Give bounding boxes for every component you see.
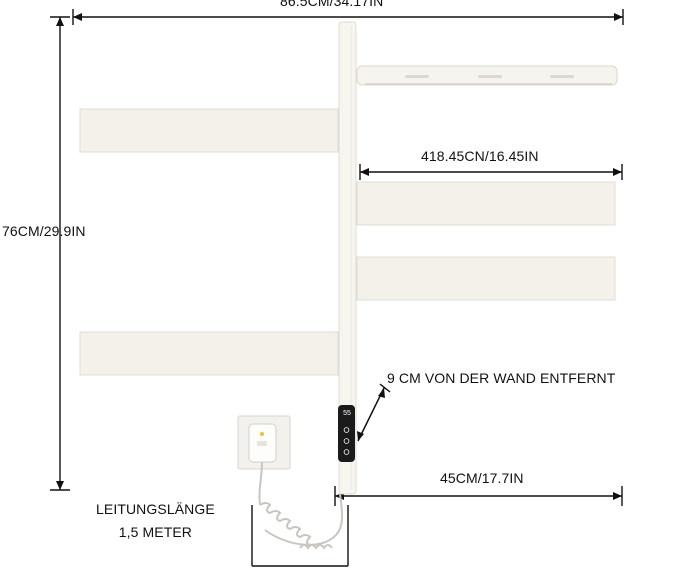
left-rails bbox=[79, 108, 339, 376]
right-rails bbox=[356, 181, 616, 301]
base-width-label: 45CM/17.7IN bbox=[440, 470, 524, 486]
height-dimension-line bbox=[50, 16, 70, 491]
wall-socket bbox=[237, 415, 291, 470]
coiled-cable bbox=[258, 461, 344, 550]
total-width-label: 86.5CM/34.17IN bbox=[280, 0, 384, 9]
height-label: 76CM/29.9IN bbox=[2, 223, 86, 239]
width-dimension-line bbox=[72, 9, 624, 25]
cable-length-line1: LEITUNGSLÄNGE bbox=[96, 501, 215, 517]
vertical-post bbox=[338, 21, 357, 495]
wall-distance-label: 9 CM VON DER WAND ENTFERNT bbox=[387, 370, 616, 386]
cable-length-bracket bbox=[251, 505, 349, 567]
control-panel-display: 55 bbox=[343, 410, 351, 417]
control-panel bbox=[338, 405, 355, 462]
base-dimension-line bbox=[334, 486, 623, 506]
arm-dimension-line bbox=[359, 164, 623, 180]
top-shelf bbox=[356, 65, 618, 86]
wall-distance-arrow bbox=[357, 383, 391, 442]
arm-length-label: 418.45CN/16.45IN bbox=[421, 148, 539, 164]
cable-length-label: LEITUNGSLÄNGE 1,5 METER bbox=[96, 498, 215, 544]
cable-length-line2: 1,5 METER bbox=[118, 524, 193, 540]
